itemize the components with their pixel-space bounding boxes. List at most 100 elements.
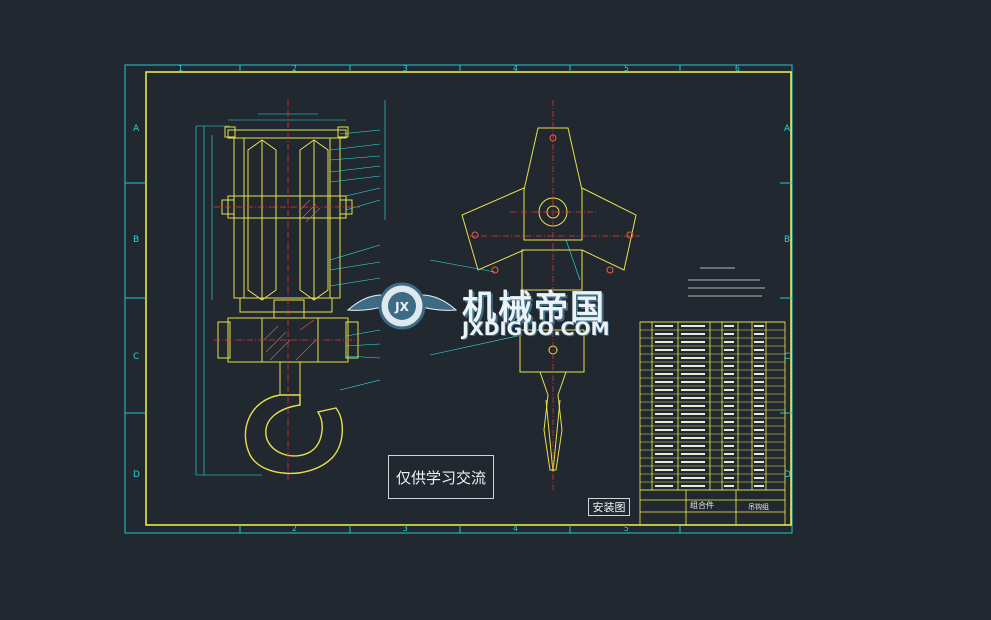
parts-list-text-mark (724, 373, 734, 375)
row-marker-a: A (133, 124, 140, 134)
gear-wing-emblem-icon: JX (346, 282, 458, 330)
parts-list-table (639, 321, 786, 526)
parts-list-text-mark (754, 397, 764, 399)
logo-chinese-text: 机械帝国 (462, 288, 606, 328)
parts-list-text-mark (724, 397, 734, 399)
parts-list-text-mark (655, 485, 673, 487)
parts-list-text-mark (754, 341, 764, 343)
right-view-leaders (429, 239, 581, 356)
parts-list-text-mark (655, 477, 673, 479)
parts-list-text-mark (754, 413, 764, 415)
parts-list-text-mark (754, 485, 764, 487)
parts-list-text-mark (681, 349, 705, 351)
parts-list-text-mark (655, 445, 673, 447)
parts-list-text-mark (681, 421, 705, 423)
parts-list-text-mark (754, 325, 764, 327)
column-marker-bottom-2: 2 (292, 524, 297, 533)
title-block-code: 吊钩组 (748, 503, 769, 511)
parts-list-text-mark (681, 405, 705, 407)
row-marker-b: B (133, 235, 140, 245)
row-marker-d: D (133, 470, 140, 480)
parts-list-text-mark (681, 453, 705, 455)
parts-list-text-mark (681, 485, 705, 487)
parts-list-text-mark (754, 437, 764, 439)
parts-list-text-mark (655, 349, 673, 351)
parts-list-text-mark (681, 477, 705, 479)
column-marker-2: 2 (292, 64, 297, 73)
parts-list-text-mark (681, 413, 705, 415)
parts-list-text-mark (655, 429, 673, 431)
right-center-lines (470, 100, 640, 490)
parts-list-text-mark (681, 461, 705, 463)
parts-list-text-mark (724, 461, 734, 463)
parts-list-text-mark (754, 389, 764, 391)
parts-list-text-mark (724, 405, 734, 407)
parts-list-text-mark (724, 413, 734, 415)
parts-list-text-mark (655, 389, 673, 391)
study-note-text: 仅供学习交流 (395, 468, 486, 487)
parts-list-text-mark (724, 429, 734, 431)
parts-list-text-mark (681, 365, 705, 367)
parts-list-text-mark (655, 357, 673, 359)
column-marker-4: 4 (513, 64, 518, 73)
parts-list-text-mark (754, 469, 764, 471)
parts-list-text-mark (681, 373, 705, 375)
parts-list-text-mark (754, 381, 764, 383)
parts-list-text-mark (681, 397, 705, 399)
parts-list-text-mark (655, 469, 673, 471)
parts-list-text-mark (724, 357, 734, 359)
parts-list-text-mark (655, 437, 673, 439)
parts-list-text-mark (724, 341, 734, 343)
parts-list-text-mark (681, 333, 705, 335)
view-label-box: 安装图 (588, 498, 630, 516)
parts-list-text-mark (681, 325, 705, 327)
parts-list-text-mark (724, 437, 734, 439)
parts-list-text-marks (655, 325, 764, 487)
parts-list-text-mark (724, 469, 734, 471)
parts-list-text-mark (724, 421, 734, 423)
zone-ticks (125, 65, 792, 533)
parts-list-text-mark (655, 373, 673, 375)
parts-list-text-mark (681, 429, 705, 431)
right-bolts (471, 134, 634, 274)
parts-list-text-mark (655, 381, 673, 383)
section-hatching (263, 199, 321, 361)
study-note-box: 仅供学习交流 (388, 455, 494, 499)
left-view-dimensions (195, 100, 386, 476)
parts-list-text-mark (724, 485, 734, 487)
column-marker-3: 3 (403, 64, 408, 73)
parts-list-text-mark (724, 365, 734, 367)
emblem-text: JX (394, 300, 409, 314)
parts-list-text-mark (655, 405, 673, 407)
parts-list-text-mark (754, 373, 764, 375)
column-marker-6: 6 (735, 64, 740, 73)
technical-notes (688, 267, 765, 297)
parts-list-text-mark (754, 357, 764, 359)
parts-list-text-mark (724, 389, 734, 391)
parts-list-text-mark (681, 381, 705, 383)
outer-frame (124, 64, 793, 534)
column-marker-bottom-3: 3 (403, 524, 408, 533)
parts-list-text-mark (754, 405, 764, 407)
parts-list-text-mark (754, 453, 764, 455)
parts-list-text-mark (681, 389, 705, 391)
parts-list-text-mark (681, 341, 705, 343)
parts-list-text-mark (655, 365, 673, 367)
parts-list-text-mark (681, 469, 705, 471)
left-center-lines (214, 100, 360, 480)
logo-english-text: JXDIGUO.COM (462, 318, 610, 340)
row-marker-a-right: A (784, 124, 791, 134)
column-marker-5: 5 (624, 64, 629, 73)
parts-list-text-mark (655, 341, 673, 343)
parts-list-text-mark (724, 453, 734, 455)
parts-list-rows (640, 321, 785, 491)
parts-list-text-mark (754, 461, 764, 463)
row-marker-c: C (133, 352, 140, 362)
column-marker-bottom-5: 5 (624, 524, 629, 533)
parts-list-text-mark (655, 397, 673, 399)
parts-list-text-mark (681, 437, 705, 439)
parts-list-text-mark (724, 349, 734, 351)
view-label-text: 安装图 (592, 501, 626, 514)
parts-list-text-mark (724, 325, 734, 327)
